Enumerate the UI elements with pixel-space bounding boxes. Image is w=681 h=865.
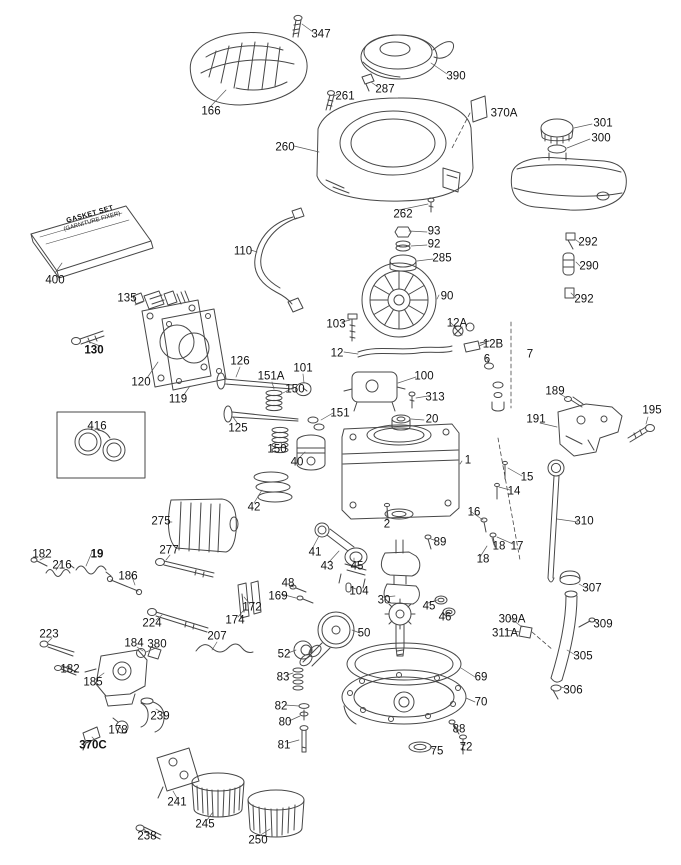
- dipstick-shape: [547, 459, 565, 583]
- screw-262-shape: [427, 197, 435, 213]
- connecting-rod-shape: [314, 522, 368, 589]
- bolt-89-shape: [424, 534, 432, 550]
- dowel-2-shape: [383, 502, 391, 519]
- cylinder-head-shape: [141, 299, 212, 388]
- bolt-223-shape: [39, 640, 75, 657]
- flywheel-shape: [361, 262, 437, 338]
- spark-plug-wire-shape: [254, 207, 305, 313]
- clamp-178-shape: [112, 717, 129, 734]
- breather-241-shape: [156, 747, 200, 799]
- screw-261-shape: [325, 90, 335, 111]
- sump-gasket-shape: [346, 642, 462, 686]
- piston-rings-shape: [253, 471, 293, 503]
- intake-tube-239-shape: [140, 697, 165, 733]
- fuel-cap-shape: [540, 118, 574, 154]
- fasteners-82-80-81-shape: [298, 703, 310, 753]
- air-cleaner-cover-shape: [360, 34, 455, 80]
- leader-lines: [39, 23, 649, 837]
- bolt-224-shape: [147, 608, 209, 633]
- washers-45-46-shape: [434, 595, 456, 617]
- screw-182b-shape: [54, 665, 78, 676]
- retainer-101-shape: [295, 382, 312, 397]
- tag-370a-shape: [451, 95, 488, 149]
- oil-fill-tube-shape: [518, 570, 596, 700]
- bolt-277-shape: [155, 558, 215, 578]
- carburetor-shape: [84, 649, 148, 707]
- pins-15-14-shape: [494, 460, 508, 500]
- ignition-coil-shape: [343, 371, 406, 412]
- fuel-tank-shape: [510, 152, 627, 211]
- engine-block-shape: [341, 423, 460, 520]
- bolts-88-72-seal-75-shape: [408, 719, 467, 755]
- screws-16-17-18-shape: [480, 437, 521, 561]
- bolt-130-shape: [71, 330, 105, 345]
- bracket-191-shape: [557, 403, 623, 457]
- oil-pan-shape: [341, 669, 467, 725]
- starter-cup-245-shape: [191, 772, 245, 818]
- bolt-103-shape: [347, 313, 358, 342]
- bolt-313-shape: [408, 391, 416, 409]
- oil-pump-52-shape: [293, 640, 313, 660]
- fuel-line-shape: [357, 321, 512, 412]
- brackets-172-174-shape: [237, 580, 262, 619]
- key-104-shape: [345, 582, 352, 593]
- head-gasket-shape: [161, 308, 227, 391]
- camshaft-shape: [299, 611, 355, 667]
- ring-set-box-shape: [56, 411, 146, 479]
- gasket-set-box-shape: [30, 205, 154, 279]
- valves-shape: [216, 372, 299, 423]
- governor-linkage-shape: [30, 557, 143, 596]
- parts-380-184-shape: [136, 646, 162, 660]
- fuel-filter-parts-shape: [562, 232, 576, 299]
- wire-207-shape: [195, 643, 254, 653]
- piston-shape: [296, 434, 326, 471]
- valve-springs-shape: [265, 389, 325, 454]
- crankshaft-shape: [380, 539, 421, 657]
- tag-370c-shape: [82, 726, 101, 751]
- flywheel-nut-washer-cup-shape: [389, 226, 417, 272]
- screw-238-shape: [135, 824, 162, 840]
- muffler-shape: [167, 498, 239, 553]
- screw-347-shape: [292, 14, 303, 38]
- blower-housing-top-shape: [189, 32, 308, 106]
- screws-48-169-shape: [289, 584, 314, 604]
- spring-83-shape: [292, 667, 304, 691]
- spark-plug-shape: [132, 290, 190, 310]
- blower-housing-shape: [316, 97, 474, 202]
- bracket-287-shape: [361, 73, 375, 92]
- bolt-195-shape: [627, 424, 655, 443]
- screen-250-shape: [247, 789, 305, 838]
